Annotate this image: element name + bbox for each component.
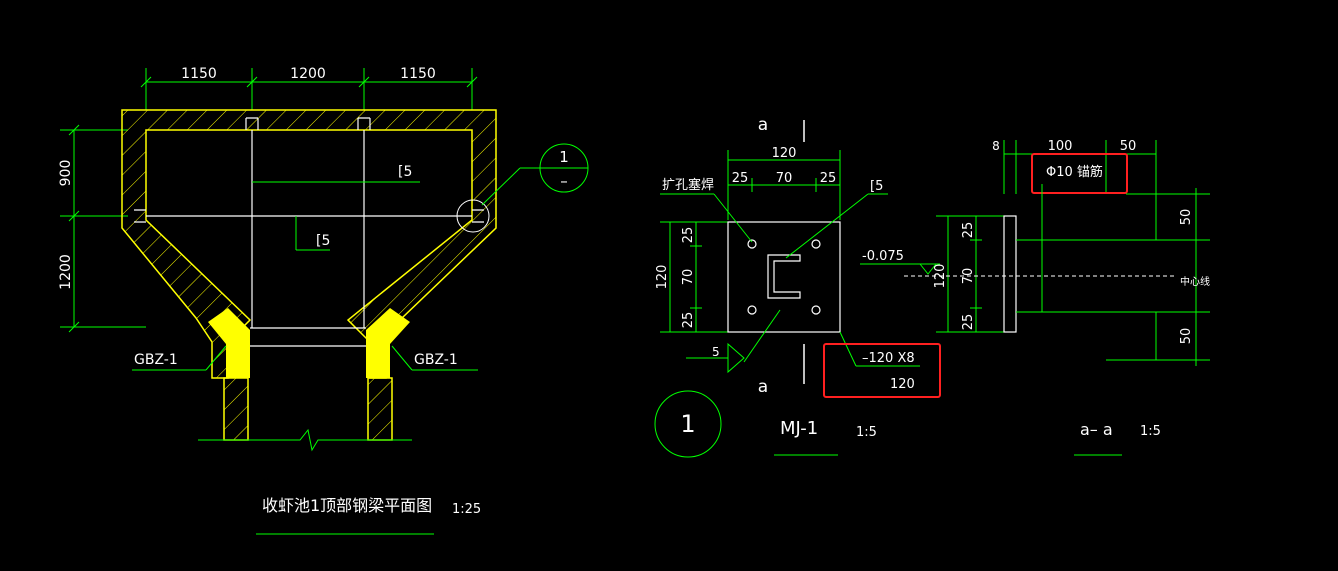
mj1-plate-spec-line2: 120 — [890, 377, 915, 392]
mj1-elevation-marker — [860, 263, 940, 275]
plan-dim-left-1: 900 — [58, 160, 74, 187]
plan-beam-label-2: [5 — [316, 233, 330, 249]
aa-anchor-label: Φ10 锚筋 — [1046, 164, 1103, 180]
plan-dim-top-3: 1150 — [400, 66, 436, 82]
aa-dim-top-2: 50 — [1120, 139, 1137, 154]
mj1-dim-top-1: 25 — [732, 171, 749, 186]
plan-view: 1150 1200 1150 900 1200 — [58, 66, 589, 535]
plan-leg-right — [367, 377, 393, 441]
gbz-column-right — [366, 308, 410, 378]
mj1-title: MJ-1 — [780, 418, 818, 439]
section-aa: 8 100 50 Φ10 锚筋 120 25 70 25 — [904, 139, 1210, 456]
aa-plate — [1003, 215, 1017, 333]
mj1-weld-size: 5 — [712, 345, 720, 359]
mj1-plate-spec-line1: –120 X8 — [862, 351, 915, 366]
mj1-scale: 1:5 — [856, 425, 877, 440]
mj1-label-plug-weld: 扩孔塞焊 — [662, 177, 714, 193]
mj1-left-dimensions — [660, 221, 728, 333]
plan-steel-beams — [134, 117, 484, 347]
plan-detail-callout — [456, 143, 589, 233]
plan-title: 收虾池1顶部钢梁平面图 — [262, 496, 432, 515]
mj1-section-mark-bottom: a — [758, 377, 768, 397]
aa-centerline-label: 中心线 — [1180, 275, 1210, 288]
mj1-dim-left-3: 25 — [681, 312, 696, 329]
aa-anchor-bars — [1016, 188, 1210, 366]
plan-detail-mark-top: 1 — [559, 148, 569, 166]
aa-dim-left-1: 25 — [961, 222, 976, 239]
gbz-column-left — [208, 308, 250, 378]
mj1-detail-number: 1 — [680, 410, 695, 438]
mj1-plate — [727, 221, 841, 333]
plan-top-dimensions — [140, 68, 478, 110]
aa-scale: 1:5 — [1140, 424, 1161, 439]
gbz-leaders — [132, 345, 478, 371]
aa-dim-top-1: 100 — [1048, 139, 1073, 154]
plan-wall-hatch — [121, 109, 497, 379]
mj1-plate-spec-highlight — [823, 343, 941, 398]
aa-dim-left: 8 — [992, 139, 1000, 153]
plan-dim-top-2: 1200 — [290, 66, 326, 82]
aa-title: a– a — [1080, 420, 1113, 439]
mj1-channel — [767, 254, 801, 299]
aa-anchor-highlight — [1031, 153, 1128, 194]
mj1-dim-top-total: 120 — [772, 146, 797, 161]
aa-dim-right-1: 50 — [1179, 209, 1194, 226]
mj1-top-dimensions — [727, 150, 841, 220]
gbz-label-right: GBZ-1 — [414, 352, 458, 368]
mj1-leaders — [660, 193, 920, 374]
plan-dim-left-2: 1200 — [58, 254, 74, 290]
mj1-dim-top-2: 70 — [776, 171, 793, 186]
plan-beam-leaders — [252, 181, 420, 251]
plan-beam-label-1: [5 — [398, 164, 412, 180]
plan-dim-top-1: 1150 — [181, 66, 217, 82]
mj1-section-mark-top: a — [758, 115, 768, 135]
mj1-holes — [747, 239, 821, 315]
mj1-dim-top-3: 25 — [820, 171, 837, 186]
mj1-dim-left-2: 70 — [681, 269, 696, 286]
plan-left-dimensions — [60, 124, 146, 333]
plan-leg-left — [223, 377, 249, 441]
mj1-label-channel: [5 — [870, 179, 883, 194]
mj1-dim-left-1: 25 — [681, 227, 696, 244]
mj1-detail: a a 120 25 70 25 120 25 70 — [654, 115, 941, 458]
plan-detail-mark-bottom: – — [560, 172, 568, 190]
plan-break-line — [198, 428, 412, 452]
aa-dim-left-3: 25 — [961, 314, 976, 331]
plan-scale: 1:25 — [452, 502, 481, 517]
mj1-detail-circle — [654, 390, 722, 458]
aa-left-dimensions — [936, 215, 1004, 333]
mj1-elevation: -0.075 — [862, 249, 904, 264]
mj1-dim-left-total: 120 — [655, 265, 670, 290]
aa-dim-right-2: 50 — [1179, 328, 1194, 345]
gbz-label-left: GBZ-1 — [134, 352, 178, 368]
